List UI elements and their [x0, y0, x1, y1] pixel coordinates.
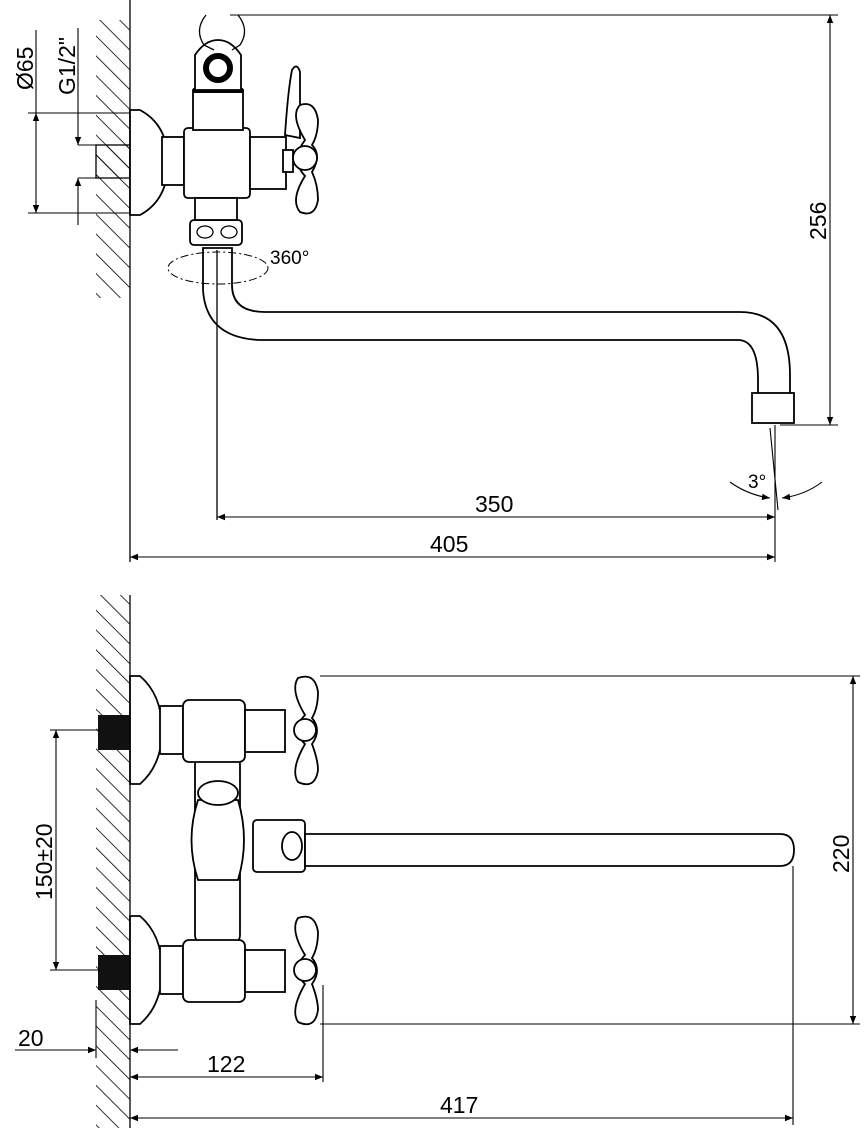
angle-arc	[781, 481, 823, 501]
flange-diameter-label: Ø65	[12, 47, 38, 90]
column	[192, 89, 244, 131]
thread-depth-label: 20	[18, 1025, 44, 1051]
upper-valve-body	[182, 699, 246, 763]
rotation-label: 360°	[270, 248, 309, 269]
valve-body	[183, 127, 251, 199]
height-label: 256	[805, 202, 831, 240]
spout	[202, 247, 791, 396]
top-view: 150±20 220 20 122 417	[15, 595, 860, 1128]
lower-hex-nut	[159, 945, 184, 995]
side-view: 360° Ø65 G1/2" 256 350 405 3°	[12, 0, 838, 562]
upper-handle-stem	[244, 709, 286, 753]
thread-lower	[98, 955, 130, 990]
centers-label: 150±20	[31, 823, 57, 900]
lower-handle-stem	[244, 949, 286, 993]
spout-pipe	[304, 833, 795, 867]
spout-holder-ring	[281, 831, 303, 861]
rotation-ellipse	[167, 251, 269, 285]
thread-upper	[98, 715, 130, 750]
hex-nut	[161, 136, 185, 186]
spout-angle-label: 3°	[748, 472, 766, 493]
upper-flange	[129, 675, 163, 785]
angle-line	[769, 427, 779, 511]
spout-reach-label: 350	[475, 491, 513, 517]
lower-handle-cap	[293, 958, 317, 982]
handle-stem	[249, 136, 287, 190]
swivel-collar	[194, 197, 238, 221]
lower-flange	[129, 915, 163, 1025]
angle-arc	[729, 481, 771, 501]
handle-neck	[282, 149, 294, 173]
nut-lobe	[196, 225, 214, 239]
thread-pipe	[95, 144, 131, 179]
cross-handle-cap	[292, 145, 318, 171]
nut-lobe	[220, 225, 238, 239]
diverter-ring	[203, 53, 233, 83]
wall-hatch	[96, 595, 130, 1128]
top-total-reach-label: 417	[440, 1092, 478, 1118]
diverter-knob	[197, 780, 239, 806]
aerator	[751, 392, 795, 424]
lower-valve-body	[182, 939, 246, 1003]
upper-handle-cap	[293, 718, 317, 742]
total-reach-label: 405	[430, 531, 468, 557]
thread-label: G1/2"	[54, 37, 80, 95]
shower-holder-hook	[198, 14, 246, 51]
handle-reach-label: 122	[207, 1051, 245, 1077]
diverter-housing	[190, 799, 245, 881]
top-height-label: 220	[828, 835, 854, 873]
upper-hex-nut	[159, 705, 184, 755]
swivel-nut	[189, 219, 243, 246]
